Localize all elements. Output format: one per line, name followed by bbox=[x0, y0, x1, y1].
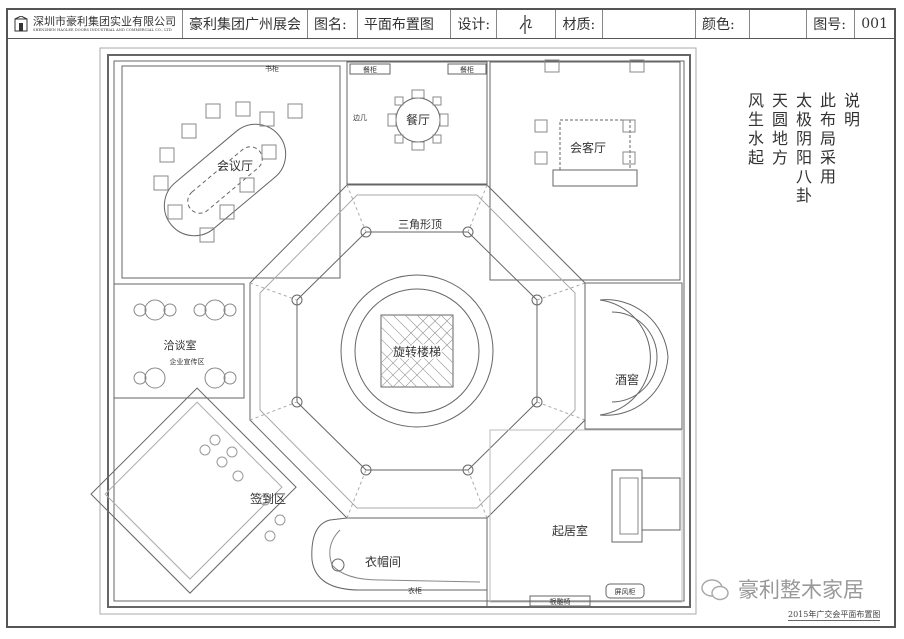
meeting-chairs bbox=[153, 101, 303, 243]
columns bbox=[291, 226, 543, 476]
signin-area bbox=[90, 387, 297, 594]
room-reception: 会客厅 bbox=[570, 140, 606, 155]
project-name: 豪利集团广州展会 bbox=[183, 10, 308, 38]
signature-mark bbox=[519, 15, 533, 34]
outer-wall bbox=[107, 54, 691, 608]
color-label: 颜色: bbox=[696, 10, 750, 38]
drawing-name-label: 图名: bbox=[308, 10, 358, 38]
meeting-table bbox=[163, 123, 287, 237]
stair-outer-circle bbox=[340, 274, 494, 428]
room-meeting: 会议厅 bbox=[217, 159, 253, 173]
drawing-frame bbox=[6, 8, 896, 628]
label-screen: 屏风柜 bbox=[615, 587, 636, 596]
inner-octagon bbox=[296, 231, 538, 471]
outer-boundary bbox=[99, 47, 697, 615]
room-dining: 餐厅 bbox=[406, 112, 430, 127]
room-stair: 旋转楼梯 bbox=[393, 344, 441, 359]
drawing-caption: 2015年广交会平面布置图 bbox=[788, 610, 881, 621]
label-wardrobe: 衣柜 bbox=[408, 586, 422, 595]
room-triangle-ceiling: 三角形顶 bbox=[398, 218, 442, 231]
notes-line: 天圆地方 bbox=[769, 92, 788, 168]
room-signin: 签到区 bbox=[250, 491, 286, 506]
notes-line: 风生水起 bbox=[745, 92, 764, 168]
design-notes: 说明 此布局采用 太极阴阳八卦 天圆地方 风生水起 bbox=[740, 92, 860, 242]
gate-logo-icon bbox=[14, 16, 28, 32]
room-living: 起居室 bbox=[552, 523, 588, 538]
label-bookcase: 书柜 bbox=[265, 64, 279, 73]
room-cloakroom: 衣帽间 bbox=[365, 554, 401, 569]
label-root-carving: 根雕椅 bbox=[550, 597, 571, 606]
material-label: 材质: bbox=[556, 10, 603, 38]
negotiation-room-walls bbox=[113, 283, 245, 399]
drawing-no-label: 图号: bbox=[807, 10, 856, 38]
wine-cellar-walls bbox=[584, 282, 683, 430]
designer-signature bbox=[497, 10, 557, 38]
drawing-no: 001 bbox=[861, 16, 888, 32]
notes-line: 太极阴阳八卦 bbox=[793, 92, 812, 206]
wechat-icon bbox=[701, 579, 729, 601]
title-block: 深圳市豪利集团实业有限公司 SHENZHEN HAOLEE DOORS INDU… bbox=[8, 10, 894, 39]
label-side-table: 边几 bbox=[353, 113, 367, 122]
lounge-chairs bbox=[133, 299, 237, 389]
meeting-room-walls bbox=[121, 65, 341, 279]
company-logo: 深圳市豪利集团实业有限公司 SHENZHEN HAOLEE DOORS INDU… bbox=[8, 10, 183, 38]
watermark-text: 豪利整木家居 bbox=[738, 578, 864, 602]
company-name-en: SHENZHEN HAOLEE DOORS INDUSTRIAL AND COM… bbox=[33, 27, 172, 32]
dining-room-walls bbox=[346, 61, 488, 185]
label-sideboard-1: 餐柜 bbox=[363, 65, 377, 74]
room-promo: 企业宣传区 bbox=[170, 357, 205, 366]
label-sideboard-2: 餐柜 bbox=[460, 65, 474, 74]
room-wine-cellar: 酒窖 bbox=[615, 372, 639, 387]
sofa bbox=[552, 169, 638, 187]
watermark: 豪利整木家居 bbox=[700, 578, 864, 602]
reception-walls bbox=[489, 61, 681, 281]
bed bbox=[641, 477, 681, 531]
drawing-name: 平面布置图 bbox=[358, 10, 452, 38]
dining-chairs bbox=[387, 89, 449, 151]
notes-line: 此布局采用 bbox=[817, 92, 836, 187]
color-value bbox=[750, 10, 808, 38]
notes-heading: 说明 bbox=[841, 92, 860, 130]
room-negotiation: 洽谈室 bbox=[164, 338, 197, 352]
material-value bbox=[603, 10, 697, 38]
cloakroom-walls bbox=[311, 517, 488, 591]
company-name: 深圳市豪利集团实业有限公司 bbox=[33, 14, 176, 28]
designer-label: 设计: bbox=[451, 10, 498, 38]
